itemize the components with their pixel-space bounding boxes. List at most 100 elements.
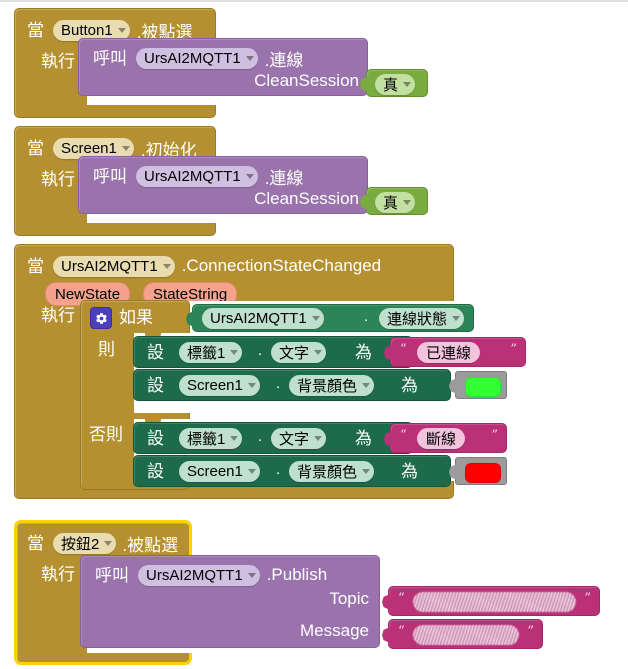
open-quote-glyph: “	[398, 591, 405, 606]
property-name-label: 文字	[279, 431, 310, 448]
chevron-down-icon	[452, 316, 461, 321]
text-block-disconnected[interactable]: “ 斷線 ”	[384, 423, 507, 453]
chevron-down-icon	[162, 263, 171, 269]
event-name-label: .初始化	[140, 140, 197, 160]
getter-block-mqtt-connectionstate[interactable]: UrsAI2MQTT1 . 連線狀態	[186, 304, 474, 332]
gear-icon[interactable]	[90, 307, 112, 329]
component-dropdown-label1[interactable]: 標籤1	[179, 342, 243, 363]
component-name-label: UrsAI2MQTT1	[210, 310, 307, 327]
logic-value-label: 真	[383, 195, 399, 212]
setter-block-screen1-bgcolor-red[interactable]: 設 Screen1 . 背景顏色 為	[133, 455, 451, 487]
property-name-label: 文字	[279, 345, 310, 362]
component-dropdown-mqtt[interactable]: UrsAI2MQTT1	[136, 47, 258, 69]
text-block-connected[interactable]: “ 已連線 ”	[384, 337, 526, 367]
property-dropdown-backgroundcolor[interactable]: 背景顏色	[289, 461, 375, 482]
keyword-set: 設	[147, 376, 164, 395]
value-plug	[382, 627, 390, 643]
chevron-down-icon	[230, 436, 239, 441]
call-block-mqtt-connect-1[interactable]: 呼叫 UrsAI2MQTT1 .連線 CleanSession	[78, 38, 368, 96]
call-block-mqtt-publish[interactable]: 呼叫 UrsAI2MQTT1 .Publish Topic Message	[80, 555, 380, 648]
param-label-cleansession: CleanSession	[254, 71, 359, 90]
chevron-down-icon	[245, 55, 254, 61]
chevron-down-icon	[121, 145, 130, 151]
setter-block-screen1-bgcolor-green[interactable]: 設 Screen1 . 背景顏色 為	[133, 369, 451, 401]
text-block-message[interactable]: “ ”	[382, 619, 543, 649]
open-quote-glyph: “	[398, 624, 405, 639]
value-plug	[449, 464, 457, 480]
keyword-call: 呼叫	[93, 48, 127, 68]
property-dot-separator: .	[258, 428, 263, 445]
setter-block-label1-text-connected[interactable]: 設 標籤1 . 文字 為	[133, 336, 413, 368]
component-dropdown-mqtt[interactable]: UrsAI2MQTT1	[136, 165, 258, 187]
call-block-mqtt-connect-2[interactable]: 呼叫 UrsAI2MQTT1 .連線 CleanSession	[78, 156, 368, 214]
keyword-if: 如果	[119, 308, 153, 327]
component-dropdown-button1[interactable]: Button1	[53, 19, 130, 41]
property-dropdown-text[interactable]: 文字	[271, 342, 327, 363]
component-name-label: UrsAI2MQTT1	[61, 257, 158, 275]
value-plug	[384, 431, 392, 447]
component-name-label: 按鈕2	[61, 535, 100, 553]
chevron-down-icon	[314, 436, 323, 441]
component-name-label: Screen1	[187, 463, 243, 480]
property-name-label: 背景顏色	[297, 378, 358, 395]
component-dropdown-mqtt[interactable]: UrsAI2MQTT1	[138, 564, 260, 586]
chevron-down-icon	[245, 173, 254, 179]
event-header-row: 當 Screen1 .初始化	[27, 133, 197, 163]
text-value-field[interactable]: 斷線	[417, 428, 466, 449]
text-value-field[interactable]	[413, 592, 576, 612]
text-value-label: 斷線	[426, 431, 457, 448]
close-quote-glyph: ”	[491, 428, 498, 443]
value-plug	[186, 311, 194, 327]
chevron-down-icon	[403, 82, 412, 87]
color-block-green[interactable]	[449, 371, 507, 399]
property-dropdown-text[interactable]: 文字	[271, 428, 327, 449]
logic-value-dropdown[interactable]: 真	[375, 192, 416, 213]
chevron-down-icon	[311, 316, 320, 321]
value-plug	[384, 345, 392, 361]
value-plug	[382, 594, 390, 610]
component-dropdown-screen1[interactable]: Screen1	[179, 375, 260, 396]
chevron-down-icon	[314, 350, 323, 355]
event-header-row: 當 按鈕2 .被點選	[27, 528, 178, 558]
keyword-do: 執行	[41, 306, 75, 325]
event-header-row: 當 Button1 .被點選	[27, 15, 192, 45]
property-dropdown-backgroundcolor[interactable]: 背景顏色	[289, 375, 375, 396]
component-dropdown-mqtt[interactable]: UrsAI2MQTT1	[53, 255, 175, 277]
event-header-row: 當 UrsAI2MQTT1 .ConnectionStateChanged	[27, 251, 381, 281]
keyword-to: 為	[355, 429, 372, 448]
canvas-top-divider	[0, 0, 628, 2]
property-name-label: 背景顏色	[297, 464, 358, 481]
event-name-label: .ConnectionStateChanged	[181, 256, 382, 275]
text-value-field[interactable]: 已連線	[417, 342, 481, 363]
call-header-row: 呼叫 UrsAI2MQTT1 .連線	[93, 43, 303, 73]
component-dropdown-screen1[interactable]: Screen1	[179, 461, 260, 482]
setter-block-label1-text-disconnected[interactable]: 設 標籤1 . 文字 為	[133, 422, 413, 454]
component-dropdown-label1[interactable]: 標籤1	[179, 428, 243, 449]
component-dropdown-mqtt[interactable]: UrsAI2MQTT1	[202, 308, 324, 329]
component-dropdown-button2[interactable]: 按鈕2	[53, 532, 117, 554]
property-dropdown-connectionstate[interactable]: 連線狀態	[379, 308, 465, 329]
close-quote-glyph: ”	[510, 342, 517, 357]
color-swatch-red[interactable]	[465, 463, 501, 483]
logic-value-dropdown[interactable]: 真	[375, 74, 416, 95]
text-value-field[interactable]	[413, 625, 519, 645]
color-block-red[interactable]	[449, 457, 507, 485]
component-name-label: Button1	[61, 21, 113, 39]
param-label-topic: Topic	[329, 589, 369, 608]
method-name-label: .連線	[264, 50, 304, 70]
property-dot-separator: .	[258, 342, 263, 359]
chevron-down-icon	[403, 200, 412, 205]
chevron-down-icon	[362, 469, 371, 474]
value-plug	[360, 76, 368, 92]
logic-block-true-2[interactable]: 真	[360, 187, 428, 215]
component-dropdown-screen1[interactable]: Screen1	[53, 137, 134, 159]
component-name-label: UrsAI2MQTT1	[144, 167, 241, 185]
logic-block-true-1[interactable]: 真	[360, 69, 428, 97]
color-swatch-green[interactable]	[465, 377, 501, 397]
method-name-label: .連線	[264, 168, 304, 188]
keyword-set: 設	[147, 343, 164, 362]
call-header-row: 呼叫 UrsAI2MQTT1 .Publish	[95, 560, 327, 590]
text-value-label: 已連線	[426, 345, 472, 362]
text-block-topic[interactable]: “ ”	[382, 586, 600, 616]
